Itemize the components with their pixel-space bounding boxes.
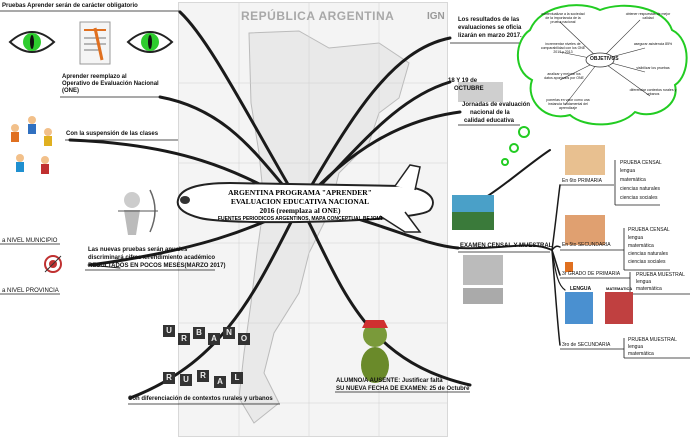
central-topic: ARGENTINA PROGRAMA "APRENDER" EVALUACION… (195, 188, 405, 222)
label-ausente-2: SU NUEVA FECHA DE EXAMEN: 25 de Octubre (336, 386, 470, 392)
central-source: FUENTES PERIODICOS ARGENTINOS, MAPA CONC… (217, 216, 383, 222)
label-fecha-2: OCTUBRE (454, 86, 484, 92)
censal-prim-item: ciencias sociales (620, 195, 658, 201)
students-group-icon (452, 82, 503, 304)
muestral-2-item: lengua (628, 344, 644, 350)
objective-item: analizar y mejorar los datos aportados p… (544, 72, 584, 81)
label-jornadas-1: Jornadas de evaluación (462, 102, 531, 108)
urbano-tile: R (178, 333, 190, 345)
central-title-2: EVALUACION EDUCATIVA NACIONAL (230, 197, 370, 206)
airplane-icon (176, 164, 434, 233)
rural-tile: U (180, 374, 192, 386)
rural-tile: A (214, 376, 226, 388)
objectives-label: OBJETIVOS (590, 56, 619, 62)
target-icon (44, 255, 62, 273)
label-primaria-6: En 6to PRIMARIA (562, 178, 603, 184)
label-jornadas-3: calidad educativa (464, 118, 515, 124)
censal-sec-item: ciencias naturales (628, 251, 669, 257)
objective-item: ponerlas en valor como una instancia fun… (546, 98, 590, 111)
label-reemplazo-2: Operativo de Evaluación Nacional (62, 81, 159, 87)
label-resultados-1: Los resultados de las (458, 17, 520, 23)
rural-tile: L (231, 372, 243, 384)
label-suspension: Con la suspensión de las clases (66, 131, 159, 137)
urbano-tile: O (238, 333, 250, 345)
objective-item: incrementar niveles de comparabilidad co… (540, 42, 586, 55)
label-grado-3: 3r GRADO DE PRIMARIA (562, 271, 621, 277)
central-title-3: 2016 (reemplaza al ONE) (259, 206, 341, 215)
urbano-tile: U (163, 325, 175, 337)
label-matematica: MATEMATICA (606, 286, 633, 291)
censal-prim-title: PRUEBA CENSAL (620, 160, 662, 166)
label-reemplazo-3: (ONE) (62, 88, 79, 94)
label-resultados-3: lizarán en marzo 2017. (458, 33, 522, 39)
muestral-2-title: PRUEBA MUESTRAL (628, 337, 677, 343)
censal-sec-item: matemática (628, 243, 654, 249)
objective-item: diferenciar contextos rurales y urbanos (629, 88, 677, 97)
label-contextos: Con diferenciación de contextos rurales … (128, 396, 273, 402)
label-nuevas-2: discriminará cifras x/rendimiento académ… (88, 255, 216, 261)
censal-prim-item: matemática (620, 177, 646, 183)
censal-sec-item: ciencias sociales (628, 259, 666, 265)
document-icon (79, 21, 111, 65)
censal-sec-item: lengua (628, 235, 644, 241)
map-title: REPÚBLICA ARGENTINA (241, 9, 395, 23)
label-nuevas-1: Las nuevas pruebas serán anuales (88, 247, 188, 253)
label-sec-3: 3ro de SECUNDARIA (562, 342, 611, 348)
censal-prim-item: lengua (620, 168, 636, 174)
label-obligatorio: Pruebas Aprender serán de carácter oblig… (2, 3, 138, 9)
label-lengua: LENGUA (570, 286, 592, 292)
urbano-tile: A (208, 333, 220, 345)
muestral-1-item: lengua (636, 279, 652, 285)
classroom-icons (565, 145, 633, 324)
label-secundaria-5: En 5to SECUNDARIA (562, 242, 611, 248)
kids-icon (11, 116, 52, 174)
muestral-1-item: matemática (636, 286, 662, 292)
censal-sec-title: PRUEBA CENSAL (628, 227, 670, 233)
label-examen: EXAMEN CENSAL Y MUESTRAL (460, 243, 553, 249)
archer-icon (118, 189, 158, 235)
rural-tile: R (163, 372, 175, 384)
rural-tile: R (197, 370, 209, 382)
label-reemplazo-1: Aprender reemplazo al (62, 74, 127, 80)
central-title-1: ARGENTINA PROGRAMA "APRENDER" (228, 188, 372, 197)
label-ausente-1: ALUMNO/A AUSENTE: Justificar falta (336, 378, 443, 384)
eyes-icon (8, 31, 174, 53)
urbano-tile: B (193, 327, 205, 339)
label-provincia: a NIVEL PROVINCIA (2, 288, 59, 294)
label-fecha-1: 18 Y 19 de (448, 78, 478, 84)
censal-prim-item: ciencias naturales (620, 186, 661, 192)
objective-item: asegurar asistencia 85% (633, 42, 673, 46)
label-resultados-2: evaluaciones se oficia (458, 25, 522, 31)
muestral-1-title: PRUEBA MUESTRAL (636, 272, 685, 278)
urbano-tile: N (223, 327, 235, 339)
objective-item: visibilizar los pruebas (636, 66, 670, 70)
muestral-2-item: matemática (628, 351, 654, 357)
label-nuevas-3: RESULTADOS EN POCOS MESES(MARZO 2017) (88, 263, 226, 269)
label-jornadas-2: nacional de la (470, 110, 510, 116)
ign-logo: IGN (427, 11, 445, 22)
label-municipio: a NIVEL MUNICIPIO (2, 238, 58, 244)
objective-item: obtener respuestas de mejor calidad (625, 12, 671, 21)
cartoon-character-icon (361, 320, 389, 383)
objective-item: contextualizar a la sociedad de la impor… (541, 12, 585, 25)
